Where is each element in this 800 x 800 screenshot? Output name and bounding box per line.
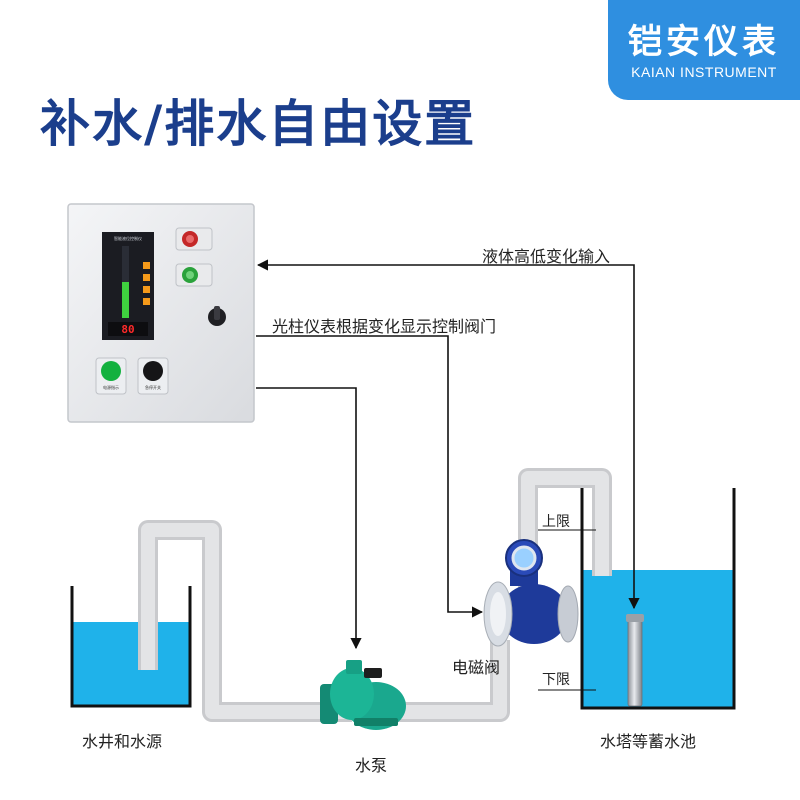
page-title: 补水/排水自由设置 bbox=[40, 95, 477, 153]
brand-logo: 铠安仪表 KAIAN INSTRUMENT bbox=[608, 0, 800, 100]
input-signal-label: 液体高低变化输入 bbox=[482, 247, 611, 266]
water-source-tank bbox=[70, 586, 192, 708]
stop-button bbox=[143, 361, 163, 381]
brand-name-cn: 铠安仪表 bbox=[628, 22, 780, 62]
source-water bbox=[72, 622, 190, 706]
stop-button-label: 急停开关 bbox=[145, 384, 161, 390]
valve-control-arrow bbox=[256, 335, 484, 618]
lower-limit-label: 下限 bbox=[542, 672, 570, 688]
display-value: 80 bbox=[121, 323, 134, 336]
water-tower-label: 水塔等蓄水池 bbox=[600, 732, 697, 751]
digital-display bbox=[108, 322, 148, 336]
start-button-label: 电源指示 bbox=[103, 384, 119, 390]
signal-lines bbox=[256, 259, 640, 650]
bargraph-fill bbox=[122, 282, 129, 318]
source-tank-walls bbox=[70, 586, 192, 708]
start-button bbox=[101, 361, 121, 381]
pipe-network bbox=[138, 468, 612, 722]
water-source-label: 水井和水源 bbox=[82, 732, 163, 751]
upper-limit-label: 上限 bbox=[542, 514, 570, 530]
valve-body bbox=[500, 584, 568, 644]
brand-name-en: KAIAN INSTRUMENT bbox=[631, 64, 777, 80]
control-valve-label: 光柱仪表根据变化显示控制阀门 bbox=[272, 317, 497, 336]
input-signal-arrow bbox=[256, 259, 635, 560]
level-probe bbox=[626, 614, 644, 707]
water-pump-device bbox=[320, 660, 406, 730]
solenoid-valve-label: 电磁阀 bbox=[452, 658, 501, 677]
solenoid-valve-device bbox=[483, 539, 579, 647]
tower-water bbox=[582, 570, 734, 708]
tower-tank-walls bbox=[580, 488, 736, 710]
control-cabinet: 80 智能液位控制仪 电源指示 急停开关 bbox=[67, 203, 255, 423]
water-pump-label: 水泵 bbox=[355, 756, 388, 775]
meter-title: 智能液位控制仪 bbox=[114, 235, 142, 241]
water-tower-tank bbox=[580, 488, 736, 710]
pump-control-arrow bbox=[256, 387, 362, 650]
